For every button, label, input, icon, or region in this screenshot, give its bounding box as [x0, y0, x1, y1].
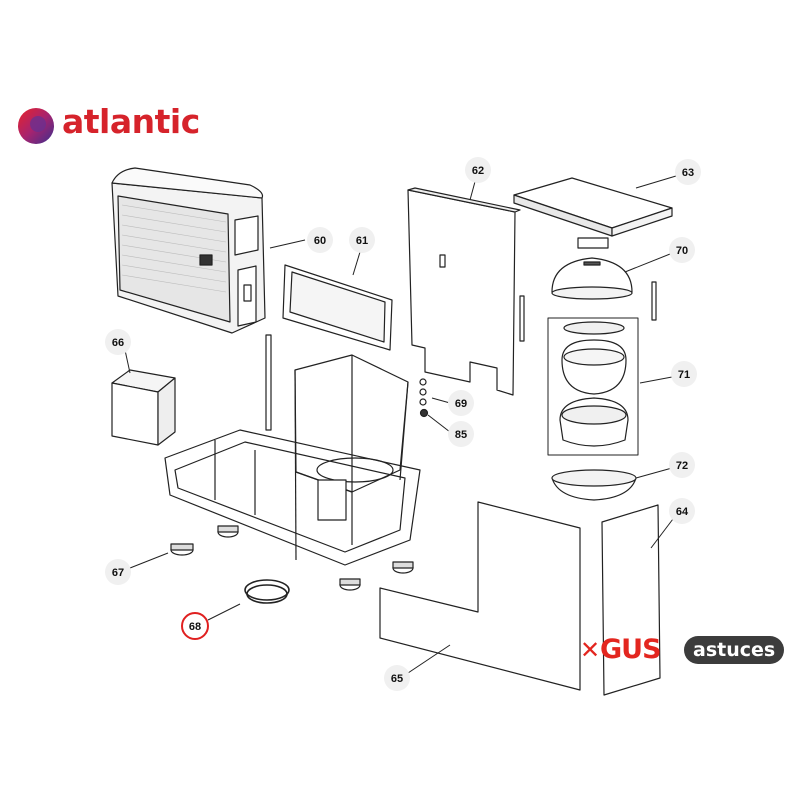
label-65: 65 — [391, 673, 403, 685]
gus-astuces-watermark: ✕ GUS astuces — [578, 634, 788, 668]
label-67: 67 — [112, 567, 124, 579]
gus-suffix: astuces — [684, 636, 785, 664]
label-69: 69 — [455, 398, 467, 410]
rail-right — [651, 281, 657, 321]
rail-left — [519, 295, 525, 342]
label-85: 85 — [455, 429, 467, 441]
part-67-feet — [170, 525, 414, 591]
part-65-front-panel — [379, 501, 581, 691]
part-62-rear-panel — [407, 187, 521, 396]
label-61: 61 — [356, 235, 368, 247]
chassis-frame — [164, 354, 421, 566]
part-60-outdoor-unit — [111, 167, 266, 334]
atlantic-logo-icon — [18, 108, 54, 144]
part-64-side-panel — [601, 504, 661, 696]
part-69-grommet-1 — [419, 378, 427, 386]
atlantic-logo: atlantic — [16, 102, 216, 148]
label-66: 66 — [112, 337, 124, 349]
part-68-hose — [244, 579, 290, 604]
part-69-grommet-2 — [419, 388, 427, 396]
part-63-top-cover — [513, 177, 673, 237]
leader-lines — [124, 175, 677, 676]
gus-cross-icon: ✕ — [580, 636, 601, 664]
brand-name: atlantic — [62, 102, 200, 141]
label-64: 64 — [676, 506, 689, 518]
post-part — [265, 334, 272, 431]
label-72: 72 — [676, 460, 688, 472]
label-71: 71 — [678, 369, 690, 381]
part-72-tray — [551, 469, 637, 501]
part-71-assembly — [547, 317, 639, 456]
highlight-ring-68 — [181, 612, 209, 640]
label-70: 70 — [676, 245, 688, 257]
part-66-box — [111, 369, 176, 446]
label-60: 60 — [314, 235, 326, 247]
label-bubbles — [105, 157, 701, 691]
part-85-nut — [419, 408, 429, 418]
label-62: 62 — [472, 165, 484, 177]
gus-name: GUS — [600, 634, 662, 665]
bracket — [577, 237, 609, 249]
part-70-dome — [551, 257, 633, 300]
label-68: 68 — [189, 621, 201, 633]
label-63: 63 — [682, 167, 694, 179]
part-69-grommet-3 — [419, 398, 427, 406]
part-61-panel — [282, 264, 393, 351]
